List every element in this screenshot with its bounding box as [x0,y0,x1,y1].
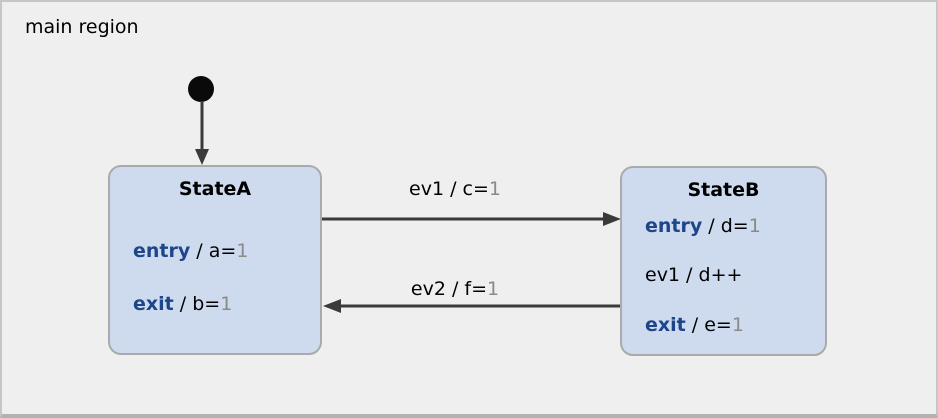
state-behaviors: entry / d=1 ev1 / d++ exit / e=1 [622,215,825,336]
behavior-keyword: entry [645,215,703,237]
state-behaviors: entry / a=1 exit / b=1 [110,240,320,315]
behavior-keyword: exit [645,314,686,336]
state-stateB[interactable]: StateB entry / d=1 ev1 / d++ exit / e=1 [620,166,827,356]
state-title: StateA [178,178,252,200]
behavior-expression: / a= [190,240,237,262]
behavior-value: 1 [731,314,744,336]
transition-arrow-ev1[interactable] [322,212,621,226]
transition-label-ev2[interactable]: ev2 / f=1 [355,278,555,300]
transition-arrow-ev2[interactable] [323,299,620,313]
transition-event: ev2 / f= [410,278,488,300]
state-title: StateB [687,179,760,201]
region-label: main region [25,16,139,38]
behavior-exit: exit / b=1 [133,293,320,315]
behavior-value: 1 [236,240,249,262]
behavior-local-reaction: ev1 / d++ [645,264,825,286]
behavior-entry: entry / a=1 [133,240,320,262]
transition-label-ev1[interactable]: ev1 / c=1 [355,178,555,200]
behavior-keyword: entry [133,240,191,262]
transition-value: 1 [487,278,500,300]
behavior-expression: / e= [685,314,732,336]
behavior-expression: / d= [702,215,749,237]
behavior-exit: exit / e=1 [645,314,825,336]
behavior-value: 1 [748,215,761,237]
initial-state-dot[interactable] [188,76,214,102]
behavior-keyword: exit [133,293,174,315]
behavior-value: 1 [220,293,233,315]
transition-event: ev1 / c= [409,178,489,200]
behavior-entry: entry / d=1 [645,215,825,237]
initial-transition-arrow[interactable] [195,101,209,165]
behavior-expression: / b= [173,293,221,315]
state-stateA[interactable]: StateA entry / a=1 exit / b=1 [108,165,322,355]
behavior-expression: ev1 / d++ [645,264,743,286]
transition-value: 1 [488,178,501,200]
